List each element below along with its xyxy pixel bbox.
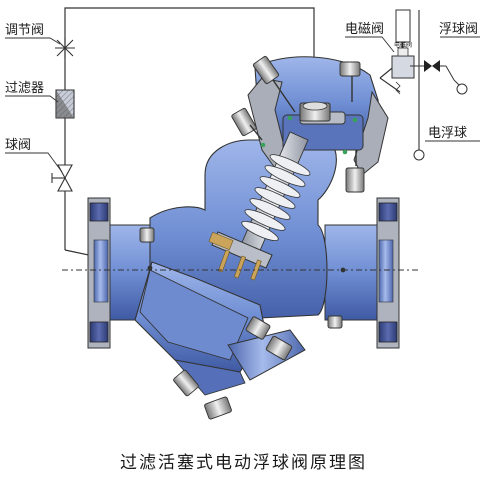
solenoid-valve-symbol: 电磁阀: [391, 9, 415, 95]
leader-lines-left: [5, 37, 63, 173]
ball-valve-symbol: [51, 164, 73, 192]
label-regulating-valve: 调节阀: [5, 23, 44, 38]
inlet-flange: [87, 197, 111, 349]
solenoid-tag: 电磁阀: [394, 41, 412, 49]
label-ball-valve: 球阀: [5, 138, 31, 153]
label-electric-float-ball: 电浮球: [428, 126, 467, 141]
label-filter: 过滤器: [5, 81, 44, 96]
outlet-flange: [376, 197, 400, 349]
pilot-line-upper: [64, 7, 315, 250]
leader-lines-right: [345, 36, 480, 142]
electric-float-ball-symbol: [413, 10, 425, 161]
label-float-ball-valve: 浮球阀: [439, 22, 478, 37]
label-solenoid-valve: 电磁阀: [345, 22, 384, 37]
pilot-port-inlet: [147, 265, 153, 271]
bonnet-bolts: [139, 55, 365, 420]
valve-stem-spring: [208, 131, 311, 281]
bolt-shanks: [249, 76, 357, 166]
float-ball-valve-symbol: [410, 60, 468, 95]
valve-body: [91, 56, 391, 331]
strainer-bowl: [134, 261, 306, 396]
filter-symbol: [55, 89, 75, 119]
regulating-valve-symbol: [55, 38, 75, 58]
diagram-caption: 过滤活塞式电动浮球阀原理图: [120, 453, 367, 473]
